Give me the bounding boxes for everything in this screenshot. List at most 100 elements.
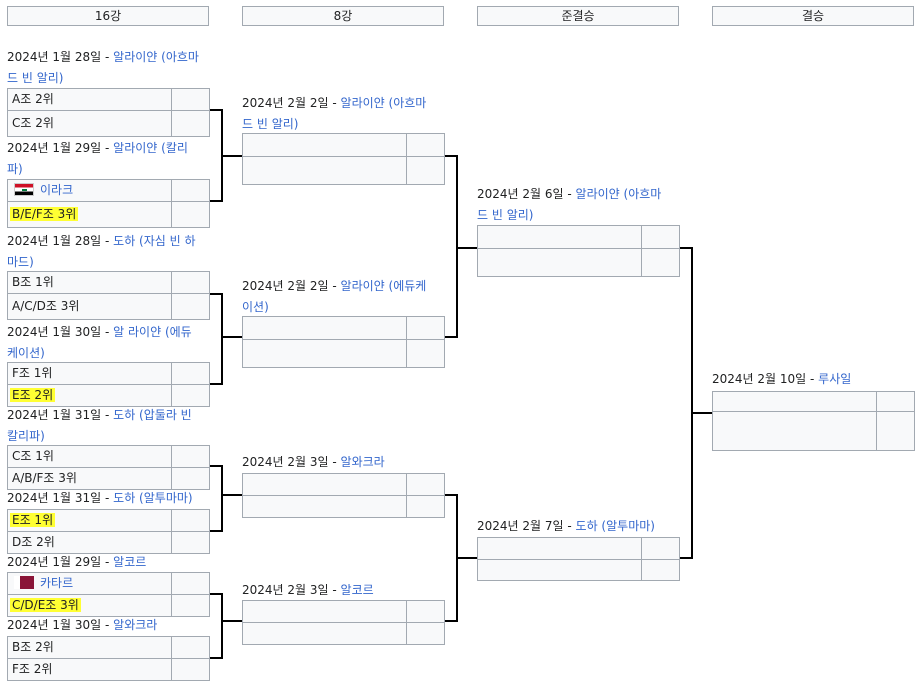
match-date: 2024년 1월 31일 - 도하 (알투마마): [7, 488, 217, 509]
venue-link[interactable]: 알라이얀 (아흐마: [113, 50, 199, 64]
team-row: [477, 559, 680, 581]
team-row: [242, 339, 445, 368]
team-score: [171, 272, 210, 293]
team-name: A/B/F조 3위: [12, 471, 77, 485]
venue-link[interactable]: 알코르: [340, 583, 374, 597]
date-text: 2024년 1월 29일 -: [7, 141, 114, 155]
team-row: F조 2위: [7, 658, 210, 681]
team-name: C조 2위: [12, 116, 54, 130]
match-date: 2024년 1월 28일 - 알라이얀 (아흐마 드 빈 알리): [7, 47, 217, 89]
venue-link[interactable]: 알라이얀 (아흐마: [340, 96, 427, 110]
team-name-cell: 카타르: [8, 573, 73, 594]
header-final: 결승: [712, 6, 914, 26]
match-date: 2024년 1월 28일 - 도하 (자심 빈 하 마드): [7, 231, 217, 273]
date-text: 2024년 1월 28일 -: [7, 234, 114, 248]
team-name-cell: 이라크: [8, 180, 73, 201]
team-name: F조 1위: [12, 366, 53, 380]
team-score: [406, 474, 445, 495]
team-row: [477, 248, 680, 277]
venue-link[interactable]: 알코르: [113, 555, 147, 569]
venue-link[interactable]: 이션): [242, 300, 269, 314]
match-date: 2024년 1월 31일 - 도하 (압둘라 빈 칼리파): [7, 405, 217, 447]
team-row: C/D/E조 3위: [7, 594, 210, 617]
match-date: 2024년 1월 29일 - 알코르: [7, 552, 217, 573]
team-row: A/B/F조 3위: [7, 467, 210, 490]
venue-link[interactable]: 알와크라: [340, 455, 385, 469]
venue-link[interactable]: 루사일: [818, 372, 852, 386]
date-text: 2024년 2월 2일 -: [242, 279, 341, 293]
venue-link[interactable]: 케이션): [7, 346, 45, 360]
team-row: E조 2위: [7, 384, 210, 407]
team-row: A/C/D조 3위: [7, 293, 210, 320]
team-name-cell: E조 2위: [8, 385, 56, 406]
venue-link[interactable]: 알와크라: [113, 618, 158, 632]
venue-link[interactable]: 마드): [7, 255, 34, 269]
venue-link[interactable]: 드 빈 알리): [242, 117, 299, 131]
header-semifinals: 준결승: [477, 6, 679, 26]
team-row: C조 2위: [7, 110, 210, 137]
venue-link[interactable]: 드 빈 알리): [7, 71, 64, 85]
venue-link[interactable]: 드 빈 알리): [477, 208, 534, 222]
team-name-highlighted: B/E/F조 3위: [10, 207, 79, 221]
team-score: [171, 659, 210, 680]
team-score: [641, 226, 680, 248]
team-score: [171, 532, 210, 553]
date-text: 2024년 2월 3일 -: [242, 583, 341, 597]
venue-link[interactable]: 도하 (압둘라 빈: [113, 408, 192, 422]
date-text: 2024년 1월 30일 -: [7, 325, 114, 339]
team-row: B조 1위: [7, 271, 210, 294]
match-date: 2024년 2월 7일 - 도하 (알투마마): [477, 516, 687, 537]
team-name: B조 2위: [12, 640, 54, 654]
team-score: [171, 180, 210, 201]
team-row: 카타르: [7, 572, 210, 595]
venue-link[interactable]: 알라이얀 (칼리: [113, 141, 188, 155]
venue-link[interactable]: 알라이얀 (에듀케: [340, 279, 427, 293]
team-row: [242, 600, 445, 623]
team-row: E조 1위: [7, 509, 210, 532]
venue-link[interactable]: 파): [7, 162, 23, 176]
team-score: [171, 111, 210, 136]
venue-link[interactable]: 도하 (자심 빈 하: [113, 234, 196, 248]
team-score: [641, 560, 680, 580]
match-date: 2024년 2월 6일 - 알라이얀 (아흐마 드 빈 알리): [477, 184, 687, 226]
team-row: [477, 537, 680, 560]
team-score: [876, 392, 915, 411]
team-row: [712, 411, 915, 451]
iraq-flag-icon: [14, 183, 34, 196]
header-quarterfinals: 8강: [242, 6, 444, 26]
date-text: 2024년 1월 28일 -: [7, 50, 114, 64]
team-score: [406, 340, 445, 367]
team-score: [171, 294, 210, 319]
qatar-flag-icon: [14, 576, 34, 589]
venue-link[interactable]: 칼리파): [7, 429, 45, 443]
team-score: [171, 446, 210, 467]
date-text: 2024년 1월 29일 -: [7, 555, 114, 569]
match-date: 2024년 2월 10일 - 루사일: [712, 369, 922, 390]
team-score: [171, 202, 210, 227]
match-date: 2024년 2월 2일 - 알라이얀 (아흐마 드 빈 알리): [242, 93, 452, 135]
team-row: [242, 622, 445, 645]
team-score: [876, 412, 915, 450]
team-score: [641, 538, 680, 559]
venue-link[interactable]: 알라이얀 (아흐마: [575, 187, 662, 201]
date-text: 2024년 2월 10일 -: [712, 372, 819, 386]
team-score: [171, 573, 210, 594]
team-name-cell: B/E/F조 3위: [8, 202, 79, 227]
team-link[interactable]: 이라크: [40, 183, 74, 197]
team-row: A조 2위: [7, 88, 210, 111]
match-date: 2024년 2월 3일 - 알코르: [242, 580, 452, 601]
team-name: F조 2위: [12, 662, 53, 676]
date-text: 2024년 1월 31일 -: [7, 491, 114, 505]
venue-link[interactable]: 도하 (알투마마): [113, 491, 193, 505]
match-date: 2024년 1월 29일 - 알라이얀 (칼리 파): [7, 138, 217, 180]
team-row: D조 2위: [7, 531, 210, 554]
team-name: D조 2위: [12, 535, 55, 549]
team-name-cell: E조 1위: [8, 510, 56, 531]
team-score: [406, 601, 445, 622]
venue-link[interactable]: 도하 (알투마마): [575, 519, 655, 533]
team-score: [406, 317, 445, 339]
team-score: [641, 249, 680, 276]
venue-link[interactable]: 알 라이얀 (에듀: [113, 325, 192, 339]
team-link[interactable]: 카타르: [40, 576, 74, 590]
team-row: [242, 156, 445, 185]
